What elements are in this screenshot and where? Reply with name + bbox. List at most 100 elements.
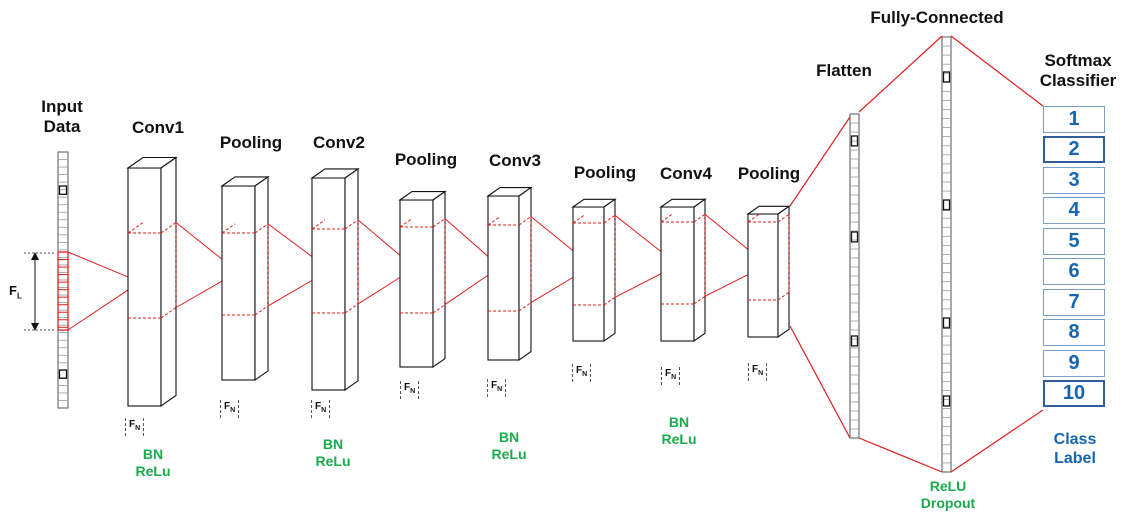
relu-dropout-note: ReLU Dropout	[912, 478, 984, 512]
pool2-block-field-left-depth	[399, 218, 413, 228]
conv3-block-field-left-depth	[487, 216, 501, 226]
flatten-label: Flatten	[816, 61, 872, 80]
pool3-block-field-left-depth	[572, 214, 585, 224]
conv2-block-field-bottom-depth	[344, 303, 359, 314]
class-label-line1: Class	[1053, 431, 1097, 448]
flatten-strip-cell	[850, 135, 859, 147]
pool3-block-front	[572, 206, 605, 342]
class-cell: 9	[1043, 350, 1105, 377]
conv2-label: Conv2	[313, 133, 365, 152]
conv3-block-field-top-depth	[518, 216, 532, 226]
conv3-block-front	[487, 195, 520, 361]
pool1-block-side	[254, 175, 269, 382]
fc-note-line1: ReLU	[929, 478, 967, 494]
conv3-block-field-bottom-depth	[518, 302, 532, 312]
conv2-block-field-left-depth	[311, 219, 326, 230]
conv4-block-field-left-depth	[660, 213, 673, 223]
class-cell: 3	[1043, 167, 1105, 194]
fn-marker-pool3: FN	[572, 364, 592, 382]
softmax-label-line1: Softmax	[1044, 51, 1112, 70]
pool4-block-front	[747, 213, 779, 338]
flatten-to-fc-top	[858, 35, 943, 113]
fully-connected-strip-cell	[942, 395, 951, 407]
conv1-block-side	[160, 156, 177, 408]
pool4-block-field-bottom-depth	[777, 291, 790, 301]
conv2-block-front	[311, 177, 346, 391]
conv2-block-side	[344, 167, 359, 392]
pool4-block-field-left-depth	[747, 213, 760, 223]
conv4-block-front	[660, 206, 695, 342]
fl-label: FL	[9, 283, 22, 301]
pooling4-label: Pooling	[737, 164, 801, 183]
input-data-label: Input Data	[30, 97, 94, 137]
class-cell: 1	[1043, 106, 1105, 133]
pool4-block-side	[777, 205, 790, 339]
pool4-to-flatten-bottom	[789, 325, 851, 439]
class-cell: 7	[1043, 289, 1105, 316]
pooling3-label: Pooling	[573, 163, 637, 182]
class-label: Class Label	[1040, 430, 1110, 468]
pooling1-label: Pooling	[219, 133, 283, 152]
class-cell: 5	[1043, 228, 1105, 255]
input-strip-cell	[58, 185, 68, 195]
fully-connected-strip-cell	[942, 199, 951, 211]
fn-marker-pool1: FN	[220, 400, 240, 418]
pool3-block-field-top-depth	[603, 214, 616, 224]
fn-marker-conv1: FN	[125, 418, 145, 436]
conv1-block-front	[127, 167, 162, 407]
conv4-block-field-bottom-depth	[693, 295, 706, 305]
flatten-strip-cell	[850, 335, 859, 347]
softmax-classifier-label: Softmax Classifier	[1028, 51, 1128, 91]
fl-arrow-up	[31, 252, 39, 260]
input-strip-cell	[58, 369, 68, 379]
class-cell: 10	[1043, 380, 1105, 407]
pool2-block-field-bottom-depth	[432, 304, 446, 314]
fc-to-softmax-top	[950, 35, 1044, 107]
pool2-block-side	[432, 190, 446, 369]
conv2-block-field-top-depth	[344, 219, 359, 230]
fl-arrow-down	[31, 323, 39, 331]
class-cell: 8	[1043, 319, 1105, 346]
fully-connected-strip-cell	[942, 317, 951, 329]
fl-main: F	[9, 283, 17, 298]
conv4-block-side	[693, 198, 706, 343]
class-cell: 6	[1043, 258, 1105, 285]
class-cell: 4	[1043, 197, 1105, 224]
conv3-label: Conv3	[489, 151, 541, 170]
fn-marker-conv4: FN	[661, 367, 681, 385]
input-label-line1: Input	[41, 97, 83, 116]
fn-marker-conv3: FN	[487, 379, 507, 397]
fn-marker-conv2: FN	[311, 400, 331, 418]
class-label-line2: Label	[1054, 450, 1096, 467]
conv1-block-field-bottom-depth	[160, 307, 177, 319]
fn-marker-pool2: FN	[400, 381, 420, 399]
pool3-block-field-bottom-depth	[603, 296, 616, 306]
pooling2-label: Pooling	[394, 150, 458, 169]
pool1-block-field-bottom-depth	[254, 305, 269, 316]
pool4-to-flatten-top	[789, 116, 851, 207]
pool2-block-front	[399, 199, 434, 368]
flatten-strip-cell	[850, 231, 859, 243]
pool1-block-field-left-depth	[221, 223, 236, 234]
flatten-to-fc-bottom	[858, 437, 943, 473]
fc-note-line2: Dropout	[920, 495, 976, 511]
input-label-line2: Data	[43, 117, 81, 136]
fn-marker-pool4: FN	[748, 363, 768, 381]
conv4-block-field-top-depth	[693, 213, 706, 223]
fully-connected-label: Fully-Connected	[870, 8, 1004, 27]
pool2-block-field-top-depth	[432, 218, 446, 228]
conv3-block-side	[518, 186, 532, 362]
softmax-label-line2: Classifier	[1039, 71, 1117, 90]
fl-sub: L	[16, 291, 22, 301]
conv1-block-field-top-depth	[160, 222, 177, 234]
fc-to-softmax-bottom	[950, 409, 1044, 473]
class-cell: 2	[1043, 136, 1105, 163]
pool1-block-front	[221, 185, 256, 381]
pool1-block-field-top-depth	[254, 223, 269, 234]
